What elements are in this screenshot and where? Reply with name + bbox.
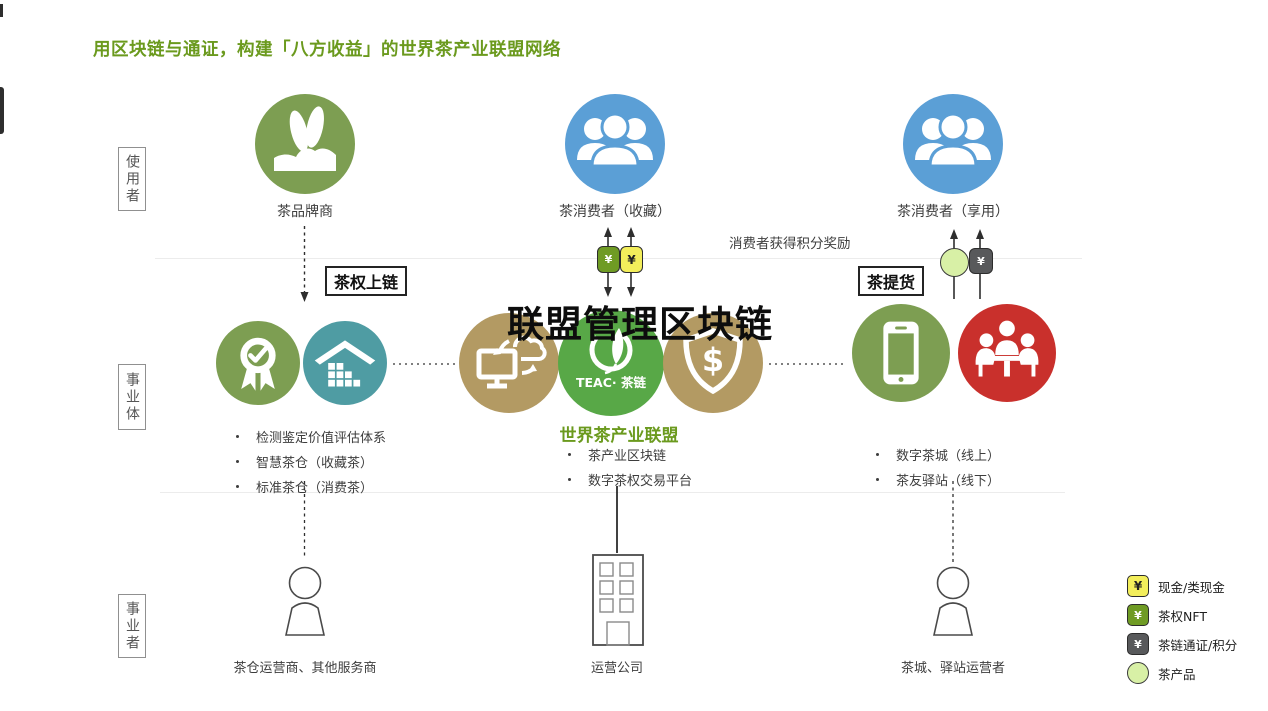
digital-platform-node — [459, 313, 559, 413]
tea-brand-node — [255, 94, 355, 194]
list-item: 数字茶城（线上） — [876, 445, 1000, 464]
points-reward-note: 消费者获得积分奖励 — [729, 236, 851, 252]
award-check-icon — [240, 337, 276, 391]
yen-symbol: ¥ — [1134, 637, 1142, 651]
people-group-icon — [915, 112, 991, 168]
blockchain-headline: 联盟管理区块链 — [507, 303, 773, 346]
building-outline-icon — [592, 554, 644, 646]
legend: ¥ 现金/类现金 ¥ 茶权NFT ¥ 茶链通证/积分 茶产品 — [1127, 575, 1237, 684]
teac-chain-node: TEAC· 茶链 — [558, 310, 664, 416]
legend-item-nft: ¥ 茶权NFT — [1127, 604, 1237, 626]
legend-label: 茶权NFT — [1158, 608, 1207, 624]
trade-security-node: $ — [663, 313, 763, 413]
list-item: 检测鉴定价值评估体系 — [236, 427, 386, 446]
product-token-icon — [1127, 662, 1149, 684]
list-item: 数字茶权交易平台 — [568, 470, 692, 489]
consumer-enjoy-node — [903, 94, 1003, 194]
bullet-text: 检测鉴定价值评估体系 — [256, 431, 387, 446]
yen-symbol: ¥ — [627, 252, 636, 267]
meeting-people-icon — [975, 320, 1039, 377]
bullet-dot — [568, 453, 571, 456]
yen-symbol: ¥ — [604, 253, 613, 266]
operating-company-label: 运营公司 — [590, 661, 644, 676]
cash-token-icon: ¥ — [1127, 575, 1149, 597]
chain-points-token: ¥ — [969, 248, 993, 274]
lane-label-business-operator: 事业者 — [118, 594, 146, 658]
tea-product-token — [940, 248, 969, 277]
bullet-text: 茶友驿站（线下） — [896, 474, 1001, 489]
consumer-enjoy-label: 茶消费者（享用） — [897, 204, 1009, 220]
legend-label: 茶链通证/积分 — [1158, 637, 1238, 653]
legend-label: 现金/类现金 — [1158, 579, 1225, 595]
bullet-text: 标准茶仓（消费茶） — [256, 481, 374, 496]
warehouse-node — [303, 321, 387, 405]
computer-cloud-sync-icon — [476, 335, 547, 389]
list-item: 茶产业区块链 — [568, 445, 692, 464]
legend-item-product: 茶产品 — [1127, 662, 1237, 684]
legend-item-cash: ¥ 现金/类现金 — [1127, 575, 1237, 597]
edge-artifact — [0, 87, 4, 134]
center-capability-list: 茶产业区块链 数字茶权交易平台 — [568, 445, 692, 495]
bullet-text: 数字茶权交易平台 — [588, 474, 693, 489]
yen-symbol: ¥ — [1133, 579, 1143, 593]
edge-artifact — [0, 4, 3, 17]
teac-logo-text: TEAC· 茶链 — [576, 375, 647, 390]
list-item: 茶友驿站（线下） — [876, 470, 1000, 489]
yen-symbol: ¥ — [1134, 608, 1142, 622]
dollar-symbol: $ — [702, 341, 724, 379]
shield-dollar-icon: $ — [683, 328, 743, 395]
consumer-collect-node — [565, 94, 665, 194]
legend-item-chain: ¥ 茶链通证/积分 — [1127, 633, 1237, 655]
digital-teacity-node — [852, 304, 950, 402]
yen-symbol: ¥ — [977, 254, 985, 268]
bullet-text: 数字茶城（线上） — [896, 449, 1001, 464]
page-title: 用区块链与通证，构建「八方收益」的世界茶产业联盟网络 — [93, 40, 561, 60]
brand-onchain-arrow — [300, 226, 309, 302]
warehouse-icon — [314, 340, 376, 387]
bullet-dot — [236, 485, 239, 488]
tea-rights-nft-token: ¥ — [597, 246, 620, 273]
people-group-icon — [577, 112, 653, 168]
nft-token-icon: ¥ — [1127, 604, 1149, 626]
lane-label-users: 使用者 — [118, 147, 146, 211]
tea-pickup-tag: 茶提货 — [858, 266, 925, 296]
warehouse-service-label: 茶仓运营商、其他服务商 — [233, 661, 377, 676]
teac-logo-icon: TEAC· 茶链 — [576, 328, 647, 390]
consumer-collect-label: 茶消费者（收藏） — [559, 204, 671, 220]
lane-label-business-entity: 事业体 — [118, 364, 146, 430]
tea-rights-onchain-tag: 茶权上链 — [325, 266, 408, 296]
smartphone-icon — [883, 321, 919, 385]
tea-leaf-icon — [274, 106, 336, 171]
chain-token-icon: ¥ — [1127, 633, 1149, 655]
bullet-dot — [236, 435, 239, 438]
person-outline-icon — [933, 566, 973, 636]
tea-station-node — [958, 304, 1056, 402]
bullet-dot — [236, 460, 239, 463]
teacity-operator-label: 茶城、驿站运营者 — [900, 661, 1006, 676]
cash-token: ¥ — [620, 246, 643, 273]
right-capability-list: 数字茶城（线上） 茶友驿站（线下） — [876, 445, 1000, 495]
bullet-dot — [568, 478, 571, 481]
bullet-dot — [876, 453, 879, 456]
lane-divider — [160, 492, 1065, 493]
list-item: 智慧茶仓（收藏茶） — [236, 452, 386, 471]
bullet-dot — [876, 478, 879, 481]
bullet-text: 茶产业区块链 — [588, 449, 667, 464]
tea-brand-label: 茶品牌商 — [277, 204, 333, 220]
person-outline-icon — [285, 566, 325, 636]
left-capability-list: 检测鉴定价值评估体系 智慧茶仓（收藏茶） 标准茶仓（消费茶） — [236, 427, 386, 502]
certification-node — [216, 321, 300, 405]
bullet-text: 智慧茶仓（收藏茶） — [256, 456, 374, 471]
list-item: 标准茶仓（消费茶） — [236, 477, 386, 496]
legend-label: 茶产品 — [1158, 666, 1196, 682]
alliance-title: 世界茶产业联盟 — [559, 426, 679, 446]
